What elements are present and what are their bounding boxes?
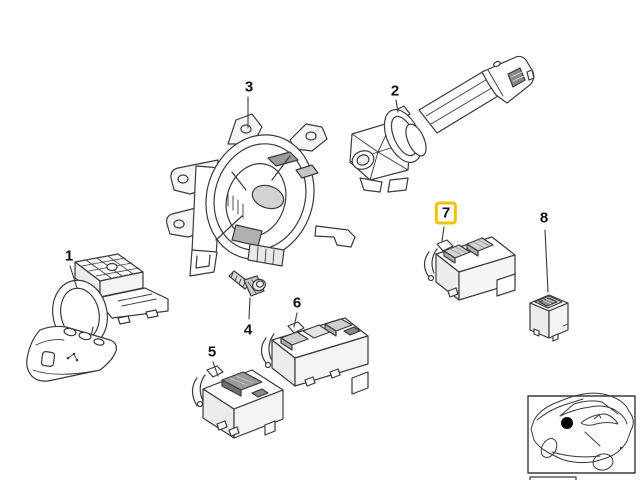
callout-4[interactable]: 4 [243,321,253,339]
leader-lines [69,96,549,377]
car-outline-icon [530,392,634,471]
car-location-thumbnail [527,392,636,480]
part-drawing-switch-6 [260,317,369,395]
part-drawing-screw [228,270,266,297]
part-drawing-switch-5 [191,365,284,439]
leader-line-6 [293,312,298,328]
location-dot [561,417,573,429]
leader-line-4 [248,297,251,320]
leader-line-5 [212,361,219,377]
leader-line-7 [441,226,445,242]
part-drawing-switch-7 [423,236,516,301]
part-drawing-turn-signal-stalk [26,253,169,382]
callout-3[interactable]: 3 [244,78,254,96]
callout-7[interactable]: 7 [434,201,458,225]
leader-line-8 [544,229,549,293]
callout-8[interactable]: 8 [539,209,549,227]
callout-1[interactable]: 1 [64,247,74,265]
callout-5[interactable]: 5 [207,343,217,361]
thumbnail-frame [527,395,636,474]
part-drawing-switch-8 [529,294,569,342]
leader-line-2 [395,99,399,113]
callout-6[interactable]: 6 [292,294,302,312]
part-drawing-wiper-stalk [349,55,535,193]
part-drawing-clock-spring [165,113,356,277]
callout-2[interactable]: 2 [390,82,400,100]
leader-line-1 [69,265,78,289]
secondary-thumbnail-frame [529,476,577,480]
